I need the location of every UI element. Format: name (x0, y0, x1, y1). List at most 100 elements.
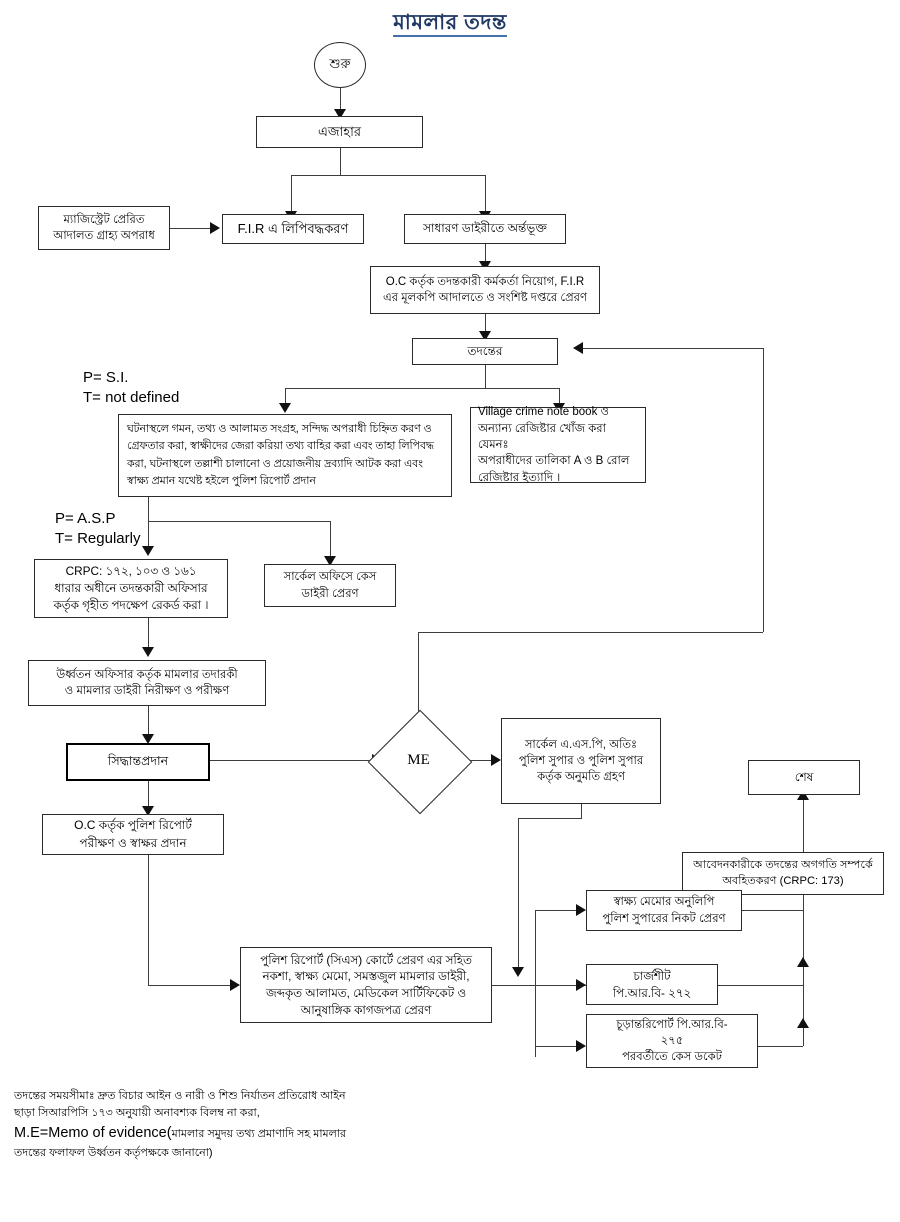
connector-oc-to-investigation (485, 314, 486, 336)
connector-ejahar-down (340, 148, 341, 175)
node-circle-office-label: সার্কেল অফিসে কেস ডাইরী প্রেরণ (283, 571, 377, 600)
connector-asp-bus-down (518, 818, 519, 970)
connector-to-crpc (148, 521, 149, 550)
node-end-label: শেষ (794, 769, 814, 784)
connector-fork-right-down (485, 175, 486, 216)
node-asp-permission[interactable]: সার্কেল এ.এস.পি, অতিঃ পুলিশ সুপার ও পুলি… (501, 718, 661, 804)
node-end[interactable]: শেষ (748, 760, 860, 795)
connector-supervision-to-decision (148, 706, 149, 739)
node-decision[interactable]: সিদ্ধান্তপ্রদান (66, 743, 210, 781)
connector-gd-to-oc (485, 244, 486, 266)
label-si-params: P= S.I. T= not defined (83, 369, 180, 407)
node-ejahar-label: এজাহার (317, 123, 362, 139)
arrowhead-collector-c (797, 1018, 809, 1028)
arrowhead-chargesheet (576, 979, 586, 991)
arrowhead-crpc (142, 546, 154, 556)
connector-investigation-down (485, 365, 486, 388)
node-police-report-cs[interactable]: পুলিশ রিপোর্ট (সিএস) কোর্টে প্রেরণ এর সহ… (240, 947, 492, 1023)
connector-decision-to-ocsign (148, 781, 149, 812)
arrowhead-collector-b (797, 957, 809, 967)
connector-start-to-ejahar (340, 88, 341, 115)
connector-fieldwork-split (148, 521, 330, 522)
arrowhead-asp-bus (512, 967, 524, 977)
footnote-line-3: M.E=Memo of evidence(মামলার সমুদয় তথ্য … (14, 1122, 494, 1144)
arrowhead-final-report (576, 1040, 586, 1052)
node-police-report-cs-label: পুলিশ রিপোর্ট (সিএস) কোর্টে প্রেরণ এর সহ… (260, 952, 472, 1017)
node-general-diary[interactable]: সাধারণ ডাইরীতে অর্ন্তভূক্ত (404, 214, 566, 244)
node-village-book-label: Village crime note book ও অন্যান্য রেজিষ… (478, 406, 630, 484)
footnote-line-1: তদন্তের সময়সীমাঃ দ্রুত বিচার আইন ও নারী… (14, 1090, 346, 1102)
connector-right-collector (803, 895, 804, 1046)
node-general-diary-label: সাধারণ ডাইরীতে অর্ন্তভূক্ত (423, 221, 547, 236)
connector-chargesheet-right (718, 985, 803, 986)
page-title: মামলার তদন্ত (0, 6, 900, 41)
arrowhead-oc-sign (142, 806, 154, 816)
connector-ocsign-down (148, 855, 149, 985)
arrowhead-fieldwork (279, 403, 291, 413)
arrowhead-fir-left (210, 222, 220, 234)
node-oc-appoint-io[interactable]: O.C কর্তৃক তদন্তকারী কর্মকর্তা নিয়োগ, F… (370, 266, 600, 314)
node-crpc-label: CRPC: ১৭২, ১০৩ ও ১৬১ ধারার অধীনে তদন্তকা… (53, 564, 209, 612)
node-investigation[interactable]: তদন্তের (412, 338, 558, 365)
node-supervision-label: উর্ধ্বতন অফিসার কর্তৃক মামলার তদারকী ও ম… (56, 668, 238, 697)
node-oc-verify-sign[interactable]: O.C কর্তৃক পুলিশ রিপোর্ট পরীক্ষণ ও স্বাক… (42, 814, 224, 855)
page-title-text: মামলার তদন্ত (393, 11, 507, 37)
node-me-decision[interactable]: ME (367, 709, 472, 814)
node-investigation-label: তদন্তের (467, 343, 503, 358)
connector-to-fieldwork (285, 388, 286, 407)
footnote-me-definition: M.E=Memo of evidence( (14, 1125, 172, 1142)
arrowhead-asp (491, 754, 501, 766)
connector-fork-left-down (291, 175, 292, 216)
connector-bus-vertical (535, 910, 536, 1057)
node-field-work[interactable]: ঘটনাস্থলে গমন, তথ্য ও আলামত সংগ্রহ, সন্দ… (118, 414, 452, 497)
node-inform-applicant[interactable]: আবেদনকারীকে তদন্তের অগগতি সম্পর্কে অবহিত… (682, 852, 884, 895)
arrowhead-memo-copy (576, 904, 586, 916)
connector-fieldwork-down (148, 497, 149, 521)
node-ejahar[interactable]: এজাহার (256, 116, 423, 148)
arrowhead-circle-office (324, 556, 336, 566)
connector-inform-to-end (803, 795, 804, 852)
connector-me-top-up (418, 632, 419, 724)
node-decision-label: সিদ্ধান্তপ্রদান (107, 754, 169, 769)
arrowhead-end (797, 790, 809, 800)
connector-bus-to-memo (535, 910, 580, 911)
label-asp-params: P= A.S.P T= Regularly (55, 510, 141, 548)
connector-to-village-book (559, 388, 560, 407)
node-fir-record[interactable]: F.I.R এ লিপিবদ্ধকরণ (222, 214, 364, 244)
connector-decision-to-me (210, 760, 375, 761)
connector-crpc-to-supervision (148, 618, 149, 652)
footnote-me-bengali: মামলার সমুদয় তথ্য প্রমাণাদি সহ মামলার (171, 1128, 347, 1141)
node-magistrate-label: ম্যাজিস্ট্রেট প্রেরিত আদালত গ্রাহ্য অপরা… (53, 213, 155, 242)
node-start-label: শুরু (329, 55, 351, 71)
connector-to-circle-office (330, 521, 331, 561)
node-crpc-sections[interactable]: CRPC: ১৭২, ১০৩ ও ১৬১ ধারার অধীনে তদন্তকা… (34, 559, 228, 618)
footnote-line-2: ছাড়া সিআরপিসি ১৭৩ অনুযায়ী অনাবশ্যক বিল… (14, 1107, 260, 1120)
node-me-label: ME (407, 752, 430, 768)
node-circle-office-diary[interactable]: সার্কেল অফিসে কেস ডাইরী প্রেরণ (264, 564, 396, 607)
connector-me-to-asp (461, 760, 495, 761)
arrowhead-investigation (479, 331, 491, 341)
node-oc-appoint-label: O.C কর্তৃক তদন্তকারী কর্মকর্তা নিয়োগ, F… (383, 275, 587, 304)
connector-asp-left (518, 818, 582, 819)
connector-magistrate-to-fir (170, 228, 214, 229)
node-start[interactable]: শুরু (314, 42, 366, 88)
connector-investigation-split (285, 388, 559, 389)
arrowhead-police-report (230, 979, 240, 991)
node-magistrate-offense[interactable]: ম্যাজিস্ট্রেট প্রেরিত আদালত গ্রাহ্য অপরা… (38, 206, 170, 250)
connector-feedback-right (763, 348, 764, 632)
connector-report-to-riser (492, 985, 518, 986)
node-inform-applicant-label: আবেদনকারীকে তদন্তের অগগতি সম্পর্কে অবহিত… (693, 858, 873, 887)
node-asp-permission-label: সার্কেল এ.এস.পি, অতিঃ পুলিশ সুপার ও পুলি… (518, 738, 644, 784)
node-chargesheet[interactable]: চার্জশীট পি.আর.বি- ২৭২ (586, 964, 718, 1005)
arrowhead-decision (142, 734, 154, 744)
node-oc-sign-label: O.C কর্তৃক পুলিশ রিপোর্ট পরীক্ষণ ও স্বাক… (74, 818, 192, 850)
node-supervision[interactable]: উর্ধ্বতন অফিসার কর্তৃক মামলার তদারকী ও ম… (28, 660, 266, 706)
node-village-crime-note-book[interactable]: Village crime note book ও অন্যান্য রেজিষ… (470, 406, 646, 484)
connector-bus-to-final (535, 1046, 580, 1047)
node-field-work-label: ঘটনাস্থলে গমন, তথ্য ও আলামত সংগ্রহ, সন্দ… (127, 422, 434, 487)
node-final-report-label: চূড়ান্তরিপোর্ট পি.আর.বি- ২৭৫ পরবর্তীতে … (616, 1018, 728, 1064)
node-final-report[interactable]: চূড়ান্তরিপোর্ট পি.আর.বি- ২৭৫ পরবর্তীতে … (586, 1014, 758, 1068)
footnote-block: তদন্তের সময়সীমাঃ দ্রুত বিচার আইন ও নারী… (14, 1088, 494, 1162)
node-memo-copy-to-sp[interactable]: স্বাক্ষ্য মেমোর অনুলিপি পুলিশ সুপারের নি… (586, 890, 742, 931)
